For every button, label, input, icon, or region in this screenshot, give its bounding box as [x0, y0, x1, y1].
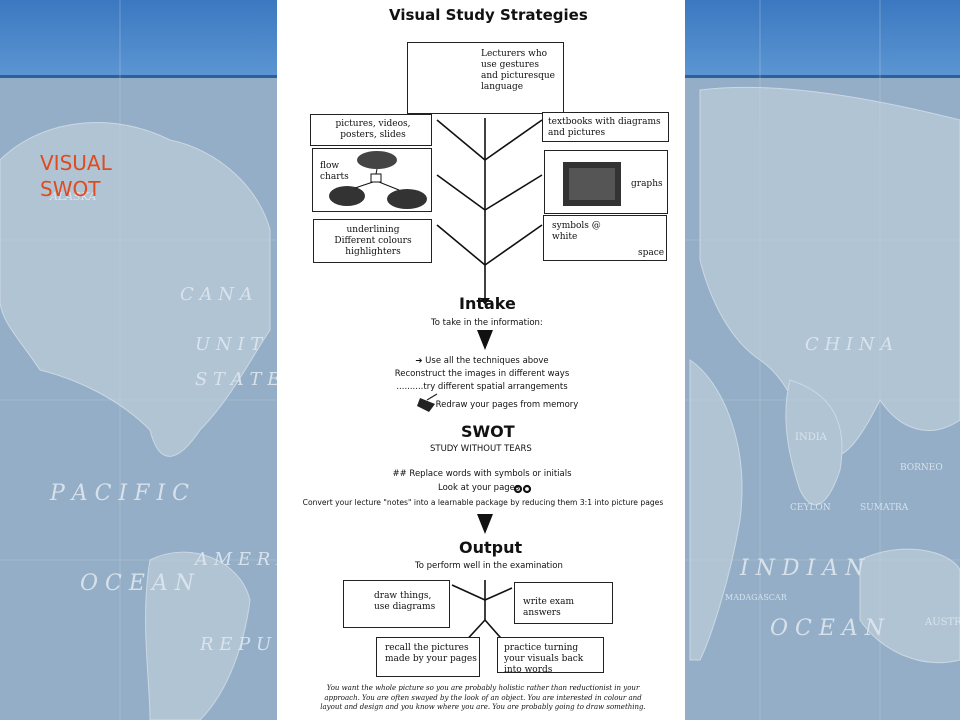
intake-line-1: ➔ Use all the techniques above [415, 356, 549, 366]
right-box-graphs: graphs [544, 150, 668, 214]
trunk-arrowhead [480, 298, 490, 305]
document-title: Visual Study Strategies [389, 6, 588, 24]
svg-text:R E P U: R E P U [199, 634, 272, 655]
svg-text:C H I N A: C H I N A [805, 334, 893, 355]
hand-drawing-icon [417, 393, 438, 412]
swot-line-1: ## Replace words with symbols or initial… [392, 469, 572, 479]
intake-down-arrow [477, 330, 493, 350]
svg-text:C A N A: C A N A [180, 284, 253, 305]
africa-shape [689, 359, 743, 661]
flowchart-node-right [387, 189, 427, 209]
intake-line-3: ..........try different spatial arrangem… [396, 382, 568, 392]
output-sub: To perform well in the examination [415, 561, 563, 571]
svg-text:ALASKA: ALASKA [49, 190, 97, 203]
svg-text:U N I T: U N I T [195, 334, 264, 355]
output-box-recall: recall the pictures made by your pages [376, 637, 480, 677]
svg-text:O C E A N: O C E A N [80, 571, 195, 596]
svg-text:I N D I A N: I N D I A N [739, 556, 865, 581]
footnote: You want the whole picture so you are pr… [320, 684, 646, 711]
output-heading: Output [459, 538, 523, 557]
flowchart-node-top [357, 151, 397, 169]
intake-sub: To take in the information: [431, 318, 543, 328]
svg-text:BORNEO: BORNEO [900, 463, 943, 473]
swot-heading: SWOT [461, 422, 515, 441]
right-box-textbooks: textbooks with diagrams and pictures [542, 112, 669, 142]
output-box-draw: draw things, use diagrams [343, 580, 450, 628]
left-box-flow-charts: flow charts [312, 148, 432, 212]
intake-heading: Intake [459, 294, 516, 313]
output-box-practice: practice turning your visuals back into … [497, 637, 604, 675]
svg-text:MADAGASCAR: MADAGASCAR [725, 593, 788, 602]
asia-shape [699, 86, 960, 457]
left-box-underlining: underlining Different colours highlighte… [313, 219, 432, 263]
intake-line-4: Redraw your pages from memory [435, 400, 579, 410]
svg-text:SUMATRA: SUMATRA [860, 503, 909, 513]
eyes-icon [513, 484, 532, 494]
swot-line-3: Convert your lecture "notes" into a lear… [302, 498, 664, 507]
svg-text:CEYLON: CEYLON [790, 503, 831, 513]
swot-sub: STUDY WITHOUT TEARS [430, 444, 532, 454]
top-box-lecturers: Lecturers who use gestures and picturesq… [407, 42, 564, 114]
top-box-text: Lecturers who use gestures and picturesq… [481, 49, 556, 92]
flowchart-node-left [329, 186, 365, 206]
swot-down-arrow [477, 514, 493, 534]
svg-text:P A C I F I C: P A C I F I C [49, 481, 189, 506]
south-america-shape [145, 551, 251, 720]
svg-text:A M E R I: A M E R I [193, 549, 284, 570]
output-box-write: write exam answers [514, 582, 613, 624]
north-america-shape [0, 122, 271, 457]
svg-text:S T A T E: S T A T E [195, 369, 280, 390]
right-box-symbols: symbols @ white space [543, 215, 667, 261]
swot-line-2: Look at your pages [438, 483, 520, 493]
svg-text:INDIA: INDIA [795, 432, 828, 443]
svg-text:AUSTR: AUSTR [924, 617, 960, 628]
intake-line-2: Reconstruct the images in different ways [394, 369, 570, 379]
india-shape [785, 379, 843, 506]
svg-text:O C E A N: O C E A N [770, 616, 885, 641]
study-strategies-document: Visual Study Strategies Lecturers who us… [277, 0, 685, 720]
slide-title: VISUAL SWOT [40, 151, 112, 201]
left-box-pictures: pictures, videos, posters, slides [310, 114, 432, 146]
